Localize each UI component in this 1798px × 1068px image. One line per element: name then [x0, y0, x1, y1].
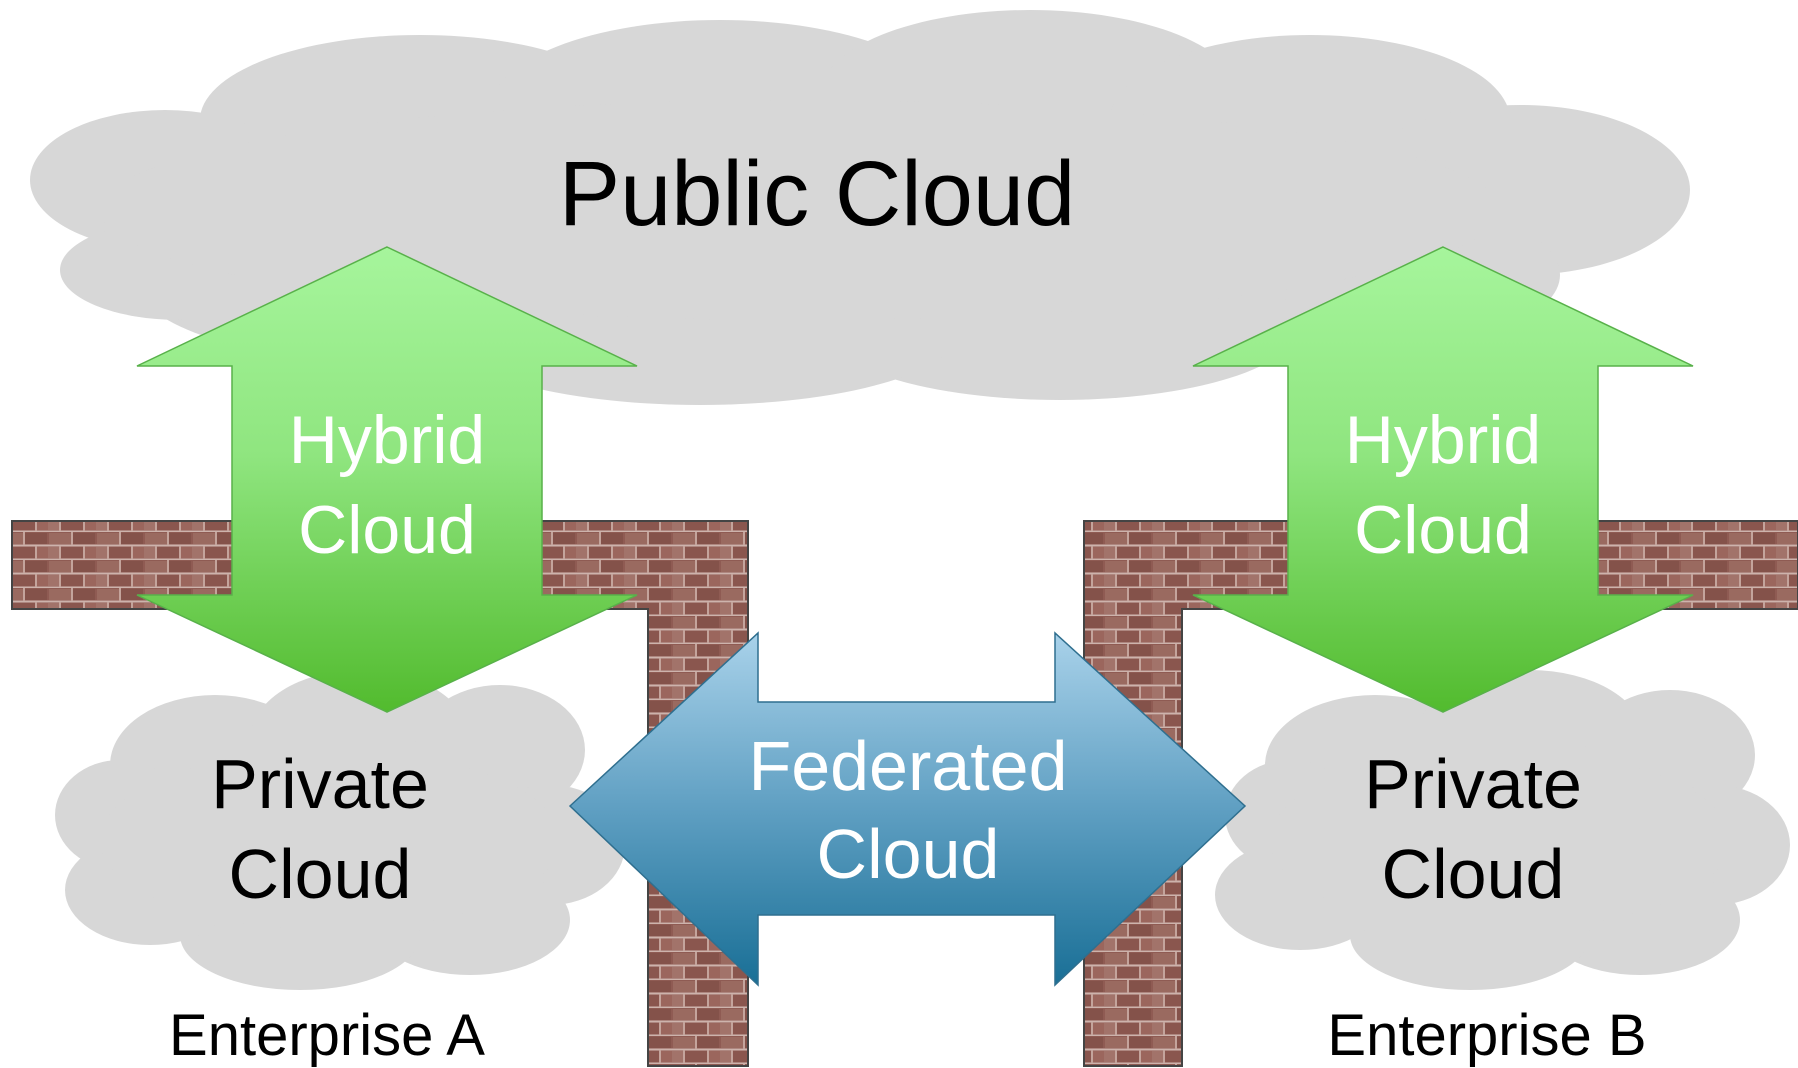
- hybrid-left-line2: Cloud: [298, 492, 476, 568]
- private-left-line2: Cloud: [229, 835, 412, 913]
- private-right-line1: Private: [1364, 745, 1582, 823]
- firewall-wall-left: [11, 520, 749, 1067]
- public-cloud-label: Public Cloud: [559, 143, 1076, 245]
- hybrid-arrow-left: [136, 246, 638, 713]
- hybrid-right-line1: Hybrid: [1345, 402, 1542, 478]
- private-left-line1: Private: [211, 745, 429, 823]
- hybrid-right-line2: Cloud: [1354, 492, 1532, 568]
- private-cloud-left-shape: [55, 670, 625, 990]
- enterprise-b-label: Enterprise B: [1327, 1003, 1646, 1068]
- federated-line2: Cloud: [817, 815, 1000, 893]
- federated-arrow: [568, 631, 1247, 987]
- federated-line1: Federated: [748, 727, 1067, 805]
- hybrid-left-line1: Hybrid: [289, 402, 486, 478]
- firewall-wall-right: [1083, 520, 1798, 1067]
- enterprise-a-label: Enterprise A: [169, 1003, 485, 1068]
- private-cloud-right-shape: [1215, 670, 1790, 990]
- hybrid-arrow-right: [1192, 246, 1694, 713]
- private-right-line2: Cloud: [1382, 835, 1565, 913]
